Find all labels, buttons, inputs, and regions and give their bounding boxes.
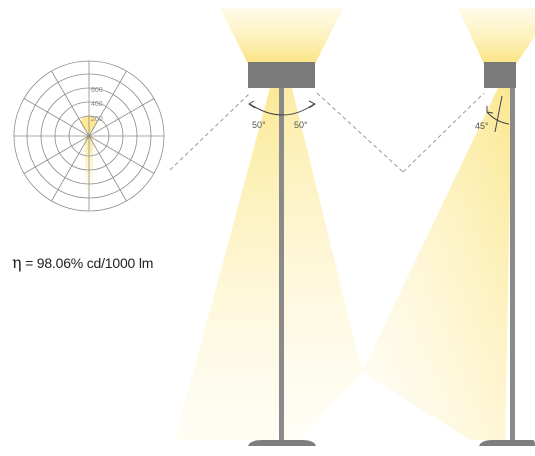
lamp-head-right (484, 62, 516, 88)
uplight-beam-right (458, 8, 535, 64)
lamp-pole-left (279, 88, 284, 442)
angle-label-left: 50° (252, 120, 266, 130)
angle-ref-line (494, 95, 503, 133)
angle-label-right: 50° (294, 120, 308, 130)
polar-scale-label-600: 600 (91, 87, 103, 94)
dashed-guide-middle-a (316, 92, 404, 173)
lamp-head-left (248, 62, 315, 88)
downlight-beam-left (175, 88, 283, 440)
angle-arrow-right (308, 100, 316, 109)
angle-arrow-left (248, 100, 256, 109)
polar-scale-label-400: 400 (91, 101, 103, 108)
eta-symbol: η (12, 253, 22, 272)
uplight-beam-left (220, 8, 343, 64)
dashed-guides (169, 92, 485, 173)
angle-label-45: 45° (475, 121, 489, 131)
polar-diagram: 600 400 200 (13, 60, 165, 212)
dashed-guide-left (169, 92, 251, 171)
polar-scale-label-200: 200 (91, 116, 103, 123)
polar-radials (14, 61, 164, 211)
dashed-guide-middle-b (402, 92, 485, 173)
lamp-pole-right (510, 88, 515, 442)
lamp-base-right (479, 440, 535, 446)
floor-lamp-left: 50° 50° (175, 8, 362, 446)
efficiency-value: = 98.06% cd/1000 lm (21, 255, 154, 271)
floor-lamp-right: 45° (362, 8, 535, 446)
efficiency-label: η = 98.06% cd/1000 lm (12, 253, 153, 272)
lamp-base-left (248, 440, 316, 446)
angle-arc-left (249, 103, 315, 116)
downlight-beam-right (284, 88, 362, 440)
angle-arrow-right-lamp (486, 106, 494, 114)
downlight-beam-right-lamp (362, 88, 512, 440)
